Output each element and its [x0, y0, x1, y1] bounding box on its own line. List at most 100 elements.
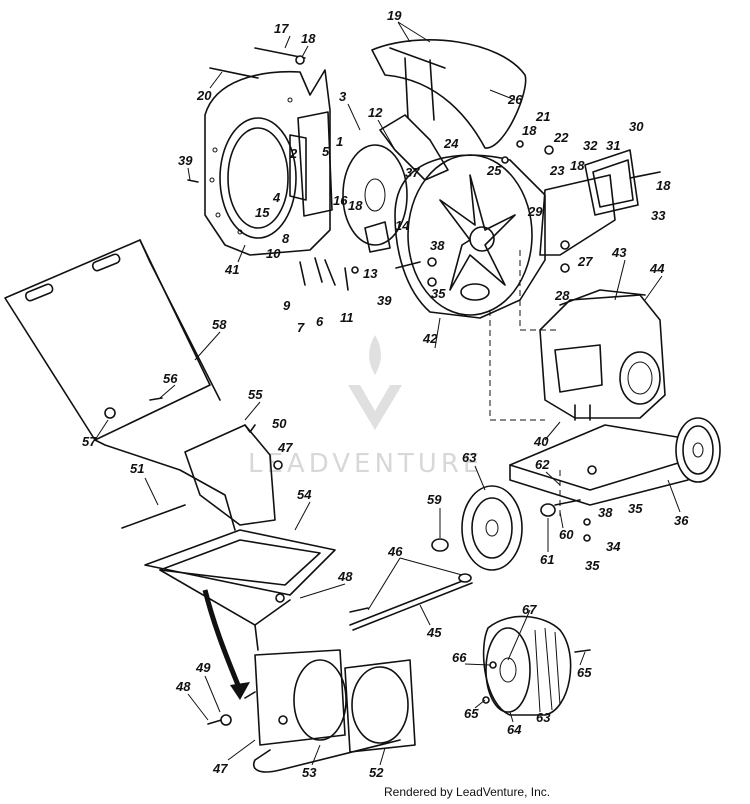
callout-61: 61 — [540, 552, 554, 567]
callout-57: 57 — [82, 434, 97, 449]
callout-38a: 38 — [430, 238, 445, 253]
callout-67: 67 — [522, 602, 537, 617]
callout-60: 60 — [559, 527, 574, 542]
alignment-line-1 — [489, 310, 545, 421]
callout-56: 56 — [163, 371, 178, 386]
callout-63a: 63 — [462, 450, 477, 465]
callout-7: 7 — [297, 320, 305, 335]
callout-35c: 35 — [585, 558, 600, 573]
callout-28: 28 — [554, 288, 570, 303]
callout-47b: 47 — [212, 761, 228, 776]
callout-4: 4 — [272, 190, 281, 205]
wheel-assembly-63-67 — [482, 615, 572, 716]
callout-31: 31 — [606, 138, 620, 153]
callout-45: 45 — [426, 625, 442, 640]
flange-52 — [344, 659, 416, 753]
callout-19: 19 — [387, 8, 402, 23]
callout-41: 41 — [224, 262, 239, 277]
impeller-disc-16 — [342, 144, 408, 246]
callout-18e: 18 — [348, 198, 363, 213]
callout-26: 26 — [507, 92, 523, 107]
callout-64: 64 — [507, 722, 522, 737]
feed-chute-53 — [244, 649, 401, 773]
funnel-54 — [144, 529, 336, 651]
callout-6: 6 — [316, 314, 324, 329]
leader-lines — [94, 21, 681, 766]
callout-63b: 63 — [536, 710, 551, 725]
callout-15: 15 — [255, 205, 270, 220]
axle-rod-45 — [349, 573, 473, 631]
nuts-washers — [104, 55, 597, 726]
callout-9: 9 — [283, 298, 291, 313]
callout-11: 11 — [340, 310, 354, 325]
callout-18b: 18 — [522, 123, 537, 138]
callout-1: 1 — [336, 134, 343, 149]
callout-47a: 47 — [277, 440, 293, 455]
callout-39b: 39 — [377, 293, 392, 308]
flow-arrow — [202, 589, 250, 700]
bolt-51 — [121, 504, 186, 529]
clips-6-10 — [299, 257, 349, 291]
alignment-line-2 — [519, 250, 560, 331]
callout-54: 54 — [297, 487, 312, 502]
callout-10: 10 — [266, 246, 281, 261]
callout-55: 55 — [248, 387, 263, 402]
callout-59: 59 — [427, 492, 442, 507]
callout-25: 25 — [486, 163, 502, 178]
callout-22: 22 — [553, 130, 569, 145]
callout-51: 51 — [130, 461, 144, 476]
engine-44 — [539, 289, 666, 421]
callout-53: 53 — [302, 765, 317, 780]
callout-62: 62 — [535, 457, 550, 472]
callout-35b: 35 — [628, 501, 643, 516]
hopper-58 — [4, 239, 236, 531]
callout-14: 14 — [395, 218, 410, 233]
callout-18a: 18 — [301, 31, 316, 46]
axle-parts-59-61 — [431, 499, 581, 552]
callout-24: 24 — [443, 136, 459, 151]
wheel-right — [675, 417, 721, 483]
callout-44: 44 — [649, 261, 665, 276]
callout-17: 17 — [274, 21, 289, 36]
watermark-logo: LEADVENTURE — [248, 335, 479, 479]
upper-housing-41 — [204, 69, 331, 256]
callout-52: 52 — [369, 765, 384, 780]
callout-66: 66 — [452, 650, 467, 665]
callout-16: 16 — [333, 193, 348, 208]
callout-37: 37 — [405, 165, 420, 180]
callout-27: 27 — [577, 254, 593, 269]
callout-32: 32 — [583, 138, 598, 153]
callout-49: 49 — [195, 660, 211, 675]
callout-50: 50 — [272, 416, 287, 431]
callout-3: 3 — [339, 89, 347, 104]
callout-40: 40 — [533, 434, 549, 449]
wheel-63 — [461, 485, 523, 571]
callout-labels: 1 2 3 4 5 6 7 8 9 10 11 12 13 14 15 16 1… — [82, 8, 689, 780]
callout-58: 58 — [212, 317, 227, 332]
callout-21: 21 — [535, 109, 550, 124]
callout-35a: 35 — [431, 286, 446, 301]
callout-18d: 18 — [656, 178, 671, 193]
chute-bracket-33 — [539, 149, 639, 256]
callout-65b: 65 — [577, 665, 592, 680]
credit-text: Rendered by LeadVenture, Inc. — [384, 785, 551, 799]
callout-23: 23 — [549, 163, 565, 178]
callout-39a: 39 — [178, 153, 193, 168]
brackets-1-5 — [289, 111, 333, 217]
callout-18c: 18 — [570, 158, 585, 173]
callout-48a: 48 — [337, 569, 353, 584]
callout-42: 42 — [422, 331, 438, 346]
callout-46: 46 — [387, 544, 403, 559]
chute-deflector-26 — [371, 39, 527, 149]
callout-13: 13 — [363, 266, 378, 281]
callout-43: 43 — [611, 245, 627, 260]
callout-33: 33 — [651, 208, 666, 223]
engine-base-36 — [509, 424, 696, 506]
callout-5: 5 — [322, 144, 330, 159]
hardware-bolts — [149, 47, 661, 725]
callout-30: 30 — [629, 119, 644, 134]
hopper-brace-55 — [184, 424, 276, 526]
callout-20: 20 — [196, 88, 212, 103]
callout-8: 8 — [282, 231, 290, 246]
